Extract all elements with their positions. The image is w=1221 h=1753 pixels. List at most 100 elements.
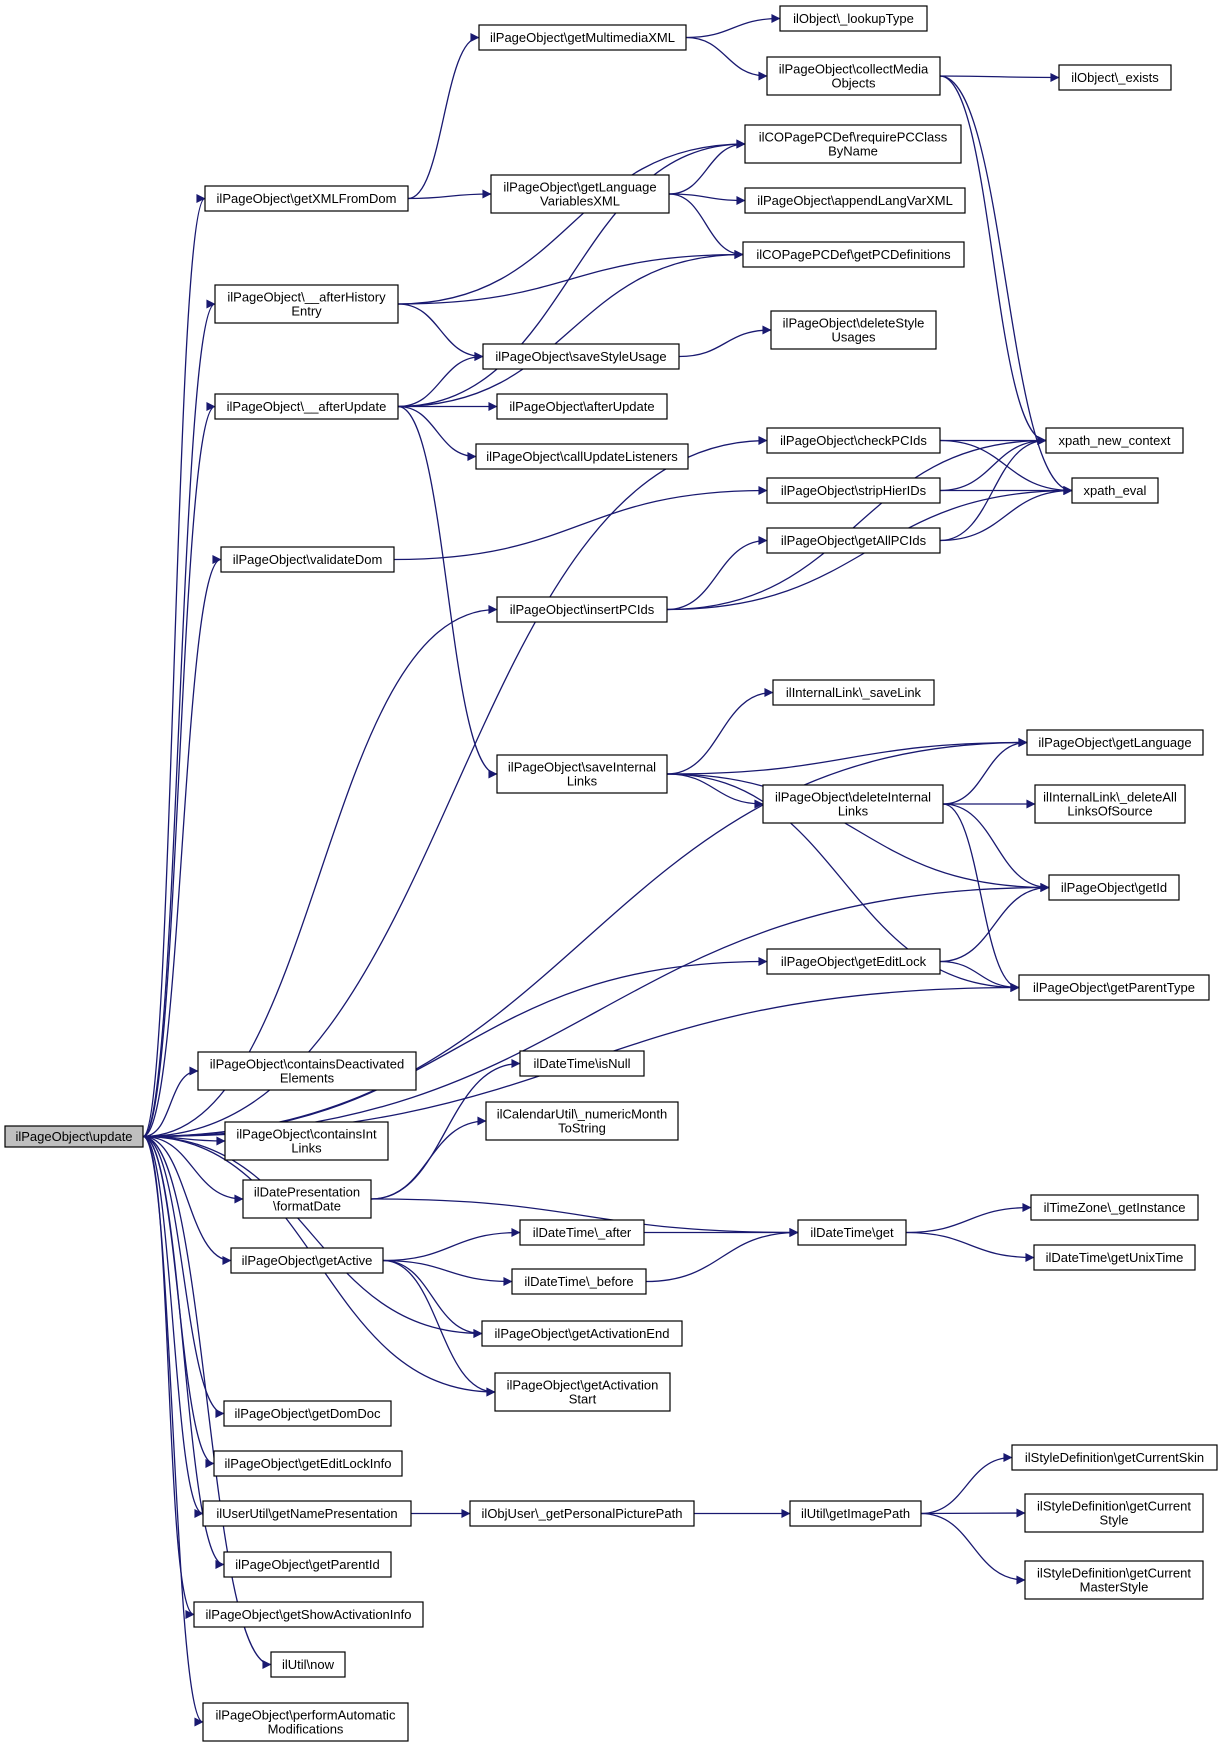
- node-get-current-skin[interactable]: ilStyleDefinition\getCurrentSkin: [1011, 1444, 1218, 1471]
- node-box: [742, 241, 965, 268]
- edge-get-image-path-to-get-current-skin: [920, 1453, 1013, 1515]
- node-save-style-usage[interactable]: ilPageObject\saveStyleUsage: [482, 343, 680, 370]
- node-box: [519, 1050, 645, 1077]
- edge-save-internal-links-to-delete-internal-links: [666, 773, 764, 809]
- node-label: Style: [1100, 1513, 1129, 1528]
- node-get-active[interactable]: ilPageObject\getActive: [230, 1247, 384, 1274]
- node-label: Links: [291, 1141, 322, 1156]
- node-box: [223, 1551, 392, 1578]
- node-xpath-eval[interactable]: xpath_eval: [1071, 477, 1159, 504]
- node-get-instance[interactable]: ilTimeZone\_getInstance: [1030, 1194, 1199, 1221]
- node-insert-pcids[interactable]: ilPageObject\insertPCIds: [496, 596, 668, 623]
- edge-delete-internal-links-to-get-parent-type: [942, 803, 1020, 992]
- node-get-parent-id[interactable]: ilPageObject\getParentId: [223, 1551, 392, 1578]
- node-label: Entry: [291, 304, 322, 319]
- node-label: ilCOPagePCDef\requirePCClass: [759, 130, 948, 145]
- node-get-unix-time[interactable]: ilDateTime\getUnixTime: [1033, 1244, 1196, 1271]
- node-get-id[interactable]: ilPageObject\getId: [1048, 874, 1180, 901]
- node-box: [202, 1702, 409, 1742]
- node-box: [478, 24, 687, 51]
- node-label: ilPageObject\stripHierIDs: [781, 483, 927, 498]
- node-box: [797, 1219, 907, 1246]
- node-after-update[interactable]: ilPageObject\afterUpdate: [496, 393, 668, 420]
- edge-after-history-entry-to-save-style-usage: [397, 303, 484, 361]
- node-get-pcdefinitions[interactable]: ilCOPagePCDef\getPCDefinitions: [742, 241, 965, 268]
- edge-get-all-pcids-to-xpath-eval: [939, 486, 1073, 542]
- node-strip-hier-ids[interactable]: ilPageObject\stripHierIDs: [766, 477, 941, 504]
- node-get-all-pcids[interactable]: ilPageObject\getAllPCIds: [766, 527, 941, 554]
- node-box: [766, 527, 941, 554]
- node-save-link[interactable]: ilInternalLink\_saveLink: [772, 679, 935, 706]
- node-xpath-new-context[interactable]: xpath_new_context: [1045, 427, 1184, 454]
- node-box: [1024, 1560, 1204, 1600]
- node-dt-after[interactable]: ilDateTime\_after: [519, 1219, 645, 1246]
- node-get-personal-picture-path[interactable]: ilObjUser\_getPersonalPicturePath: [469, 1500, 695, 1527]
- edge-update-to-get-xmlfrom-dom: [142, 194, 206, 1138]
- node-dt-before[interactable]: ilDateTime\_before: [511, 1268, 647, 1295]
- node-get-parent-type[interactable]: ilPageObject\getParentType: [1018, 974, 1210, 1001]
- node-get-activation-end[interactable]: ilPageObject\getActivationEnd: [481, 1320, 683, 1347]
- node-check-pcids[interactable]: ilPageObject\checkPCIds: [766, 427, 941, 454]
- node-box: [766, 948, 941, 975]
- edge-get-language-variables-xml-to-append-lang-var-xml: [668, 193, 746, 205]
- node-obj-exists[interactable]: ilObject\_exists: [1058, 64, 1172, 91]
- node-lookup-type[interactable]: ilObject\_lookupType: [779, 5, 928, 32]
- node-get-edit-lock-info[interactable]: ilPageObject\getEditLockInfo: [213, 1450, 403, 1477]
- node-label: ilStyleDefinition\getCurrent: [1037, 1499, 1191, 1514]
- node-label: Elements: [280, 1071, 335, 1086]
- node-label: Usages: [831, 330, 876, 345]
- node-label: ilInternalLink\_deleteAll: [1043, 790, 1177, 805]
- node-label: ilDateTime\getUnixTime: [1046, 1250, 1184, 1265]
- node-append-lang-var-xml[interactable]: ilPageObject\appendLangVarXML: [744, 187, 966, 214]
- node-format-date[interactable]: ilDatePresentation\formatDate: [242, 1179, 372, 1219]
- edge-after-update-to-call-update-listeners: [397, 405, 477, 461]
- node-after-update[interactable]: ilPageObject\__afterUpdate: [214, 393, 399, 420]
- node-util-now[interactable]: ilUtil\now: [270, 1651, 346, 1678]
- edge-update-to-perform-automatic-modifications: [142, 1135, 204, 1727]
- node-perform-automatic-modifications[interactable]: ilPageObject\performAutomaticModificatio…: [202, 1702, 409, 1742]
- node-box: [779, 5, 928, 32]
- edge-update-to-after-update: [142, 402, 216, 1138]
- edge-get-active-to-dt-before: [382, 1259, 513, 1286]
- node-label: ilPageObject\getShowActivationInfo: [206, 1607, 412, 1622]
- edge-update-to-get-name-presentation: [142, 1135, 204, 1518]
- edge-update-to-get-id: [142, 883, 1050, 1138]
- node-dt-get[interactable]: ilDateTime\get: [797, 1219, 907, 1246]
- node-get-multimedia-xml[interactable]: ilPageObject\getMultimediaXML: [478, 24, 687, 51]
- node-get-language[interactable]: ilPageObject\getLanguage: [1026, 729, 1204, 756]
- node-get-xmlfrom-dom[interactable]: ilPageObject\getXMLFromDom: [204, 185, 409, 212]
- node-label: ilPageObject\getActivationEnd: [495, 1326, 670, 1341]
- edge-strip-hier-ids-to-xpath-new-context: [939, 436, 1047, 492]
- edge-get-edit-lock-to-get-parent-type: [939, 960, 1020, 992]
- node-get-dom-doc[interactable]: ilPageObject\getDomDoc: [223, 1400, 392, 1427]
- node-validate-dom[interactable]: ilPageObject\validateDom: [220, 546, 395, 573]
- node-get-image-path[interactable]: ilUtil\getImagePath: [789, 1500, 922, 1527]
- node-call-update-listeners[interactable]: ilPageObject\callUpdateListeners: [475, 443, 689, 470]
- edge-after-history-entry-to-require-pcclass-by-name: [397, 139, 746, 305]
- edge-get-edit-lock-to-get-id: [939, 883, 1050, 963]
- node-get-name-presentation[interactable]: ilUserUtil\getNamePresentation: [202, 1500, 412, 1527]
- node-get-show-activation-info[interactable]: ilPageObject\getShowActivationInfo: [193, 1601, 424, 1628]
- edge-dt-get-to-get-unix-time: [905, 1231, 1035, 1262]
- root-node-update[interactable]: ilPageObject\update: [4, 1125, 144, 1148]
- node-get-edit-lock[interactable]: ilPageObject\getEditLock: [766, 948, 941, 975]
- node-label: ilCOPagePCDef\getPCDefinitions: [756, 247, 951, 262]
- node-label: ilDatePresentation: [254, 1185, 360, 1200]
- node-box: [230, 1247, 384, 1274]
- node-is-null[interactable]: ilDateTime\isNull: [519, 1050, 645, 1077]
- edge-format-date-to-numeric-month-to-string: [370, 1116, 487, 1200]
